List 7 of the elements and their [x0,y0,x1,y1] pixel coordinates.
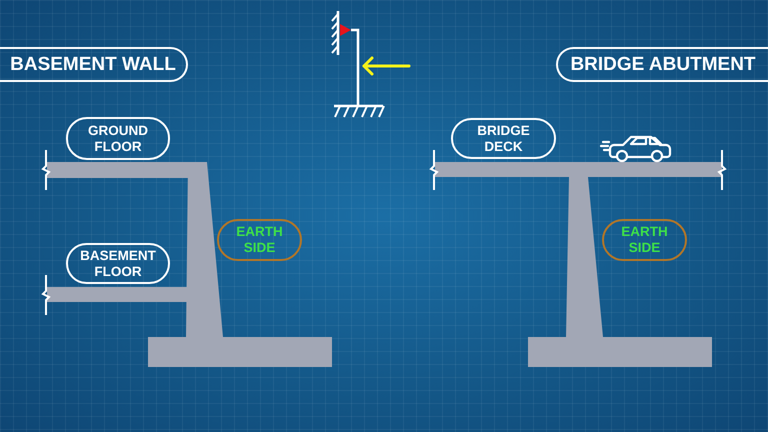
title-pill: BRIDGE ABUTMENT [556,47,768,82]
part-label-pill: BASEMENT FLOOR [66,243,170,284]
part-label-pill: BRIDGE DECK [451,118,556,159]
title-pill: BASEMENT WALL [0,47,188,82]
earth-side-pill: EARTH SIDE [602,219,687,261]
earth-side-pill: EARTH SIDE [217,219,302,261]
part-label-pill: GROUND FLOOR [66,117,170,160]
